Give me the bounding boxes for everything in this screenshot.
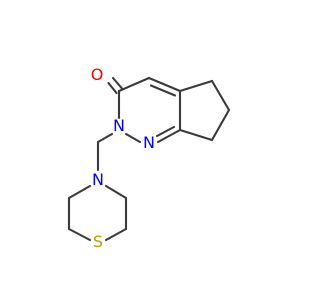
bond-cbr-s xyxy=(104,227,128,242)
molecule-drawing: O N N N S xyxy=(67,65,231,251)
bond-s-cbl xyxy=(67,227,92,242)
bond-c4-c4a xyxy=(147,76,182,93)
bond-c7a-n1-inner xyxy=(155,125,176,138)
atom-labels: O N N N S xyxy=(91,65,155,251)
bonds xyxy=(67,76,231,242)
bond-c3-o-b xyxy=(111,76,124,90)
molecule-canvas: O N N N S xyxy=(67,65,231,251)
atom-oxygen: O xyxy=(91,65,104,84)
bond-n2-ch2 xyxy=(96,132,114,144)
bond-cleft-namine xyxy=(67,184,92,200)
atom-n-ring-1: N xyxy=(143,133,155,152)
bond-c7-c7a xyxy=(178,128,214,142)
bond-c7a-n1 xyxy=(156,128,182,144)
bond-c3-c4 xyxy=(117,76,151,93)
bond-c3-o-a xyxy=(107,81,118,95)
bond-c5-c6 xyxy=(210,79,231,112)
bond-c4-c4a-inner xyxy=(149,84,177,97)
bond-c6-c7 xyxy=(210,108,231,142)
atom-sulfur: S xyxy=(93,232,103,251)
bond-namine-cright xyxy=(104,184,128,200)
bond-c4a-c5 xyxy=(178,79,214,93)
bond-n1-n2 xyxy=(124,132,142,144)
atom-n-ring-2: N xyxy=(113,116,125,135)
atom-n-amine: N xyxy=(92,170,104,189)
